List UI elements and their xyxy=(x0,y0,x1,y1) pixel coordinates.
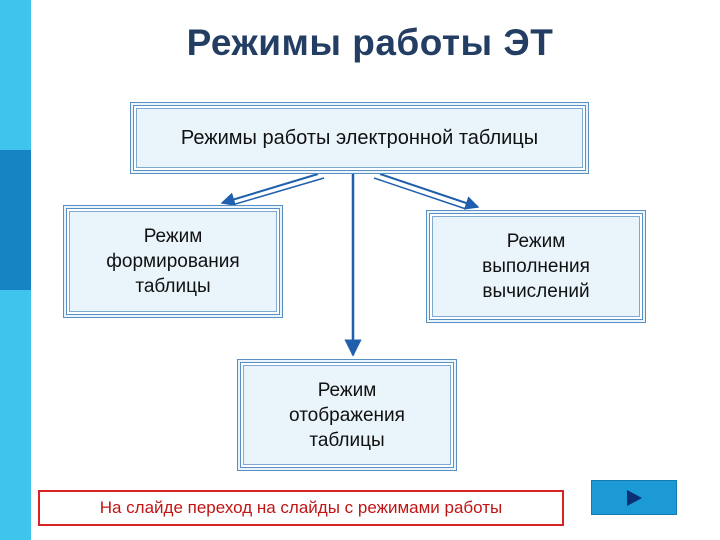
diagram-right-box: Режим выполнения вычислений xyxy=(426,210,646,323)
decorative-side-bar-accent xyxy=(0,150,31,290)
arrow-to-right-shadow xyxy=(373,177,467,210)
arrow-to-right xyxy=(379,173,480,210)
diagram-root-label: Режимы работы электронной таблицы xyxy=(180,126,539,149)
arrow-to-left xyxy=(220,173,319,207)
slide-note-text: На слайде переход на слайды с режимами р… xyxy=(99,498,503,517)
diagram-middle-label: Режим отображения таблицы xyxy=(289,379,405,451)
diagram-middle-box: Режим отображения таблицы xyxy=(237,359,457,471)
diagram-left-box: Режим формирования таблицы xyxy=(63,205,283,318)
next-slide-button[interactable] xyxy=(591,480,677,515)
diagram-right-label: Режим выполнения вычислений xyxy=(482,231,590,302)
diagram-left-label: Режим формирования таблицы xyxy=(106,226,240,297)
play-triangle-icon xyxy=(627,489,642,506)
page-title: Режимы работы ЭТ xyxy=(186,22,554,63)
arrow-to-left-shadow xyxy=(231,177,325,206)
slide-note: На слайде переход на слайды с режимами р… xyxy=(38,490,564,526)
diagram-root-box: Режимы работы электронной таблицы xyxy=(130,102,589,174)
